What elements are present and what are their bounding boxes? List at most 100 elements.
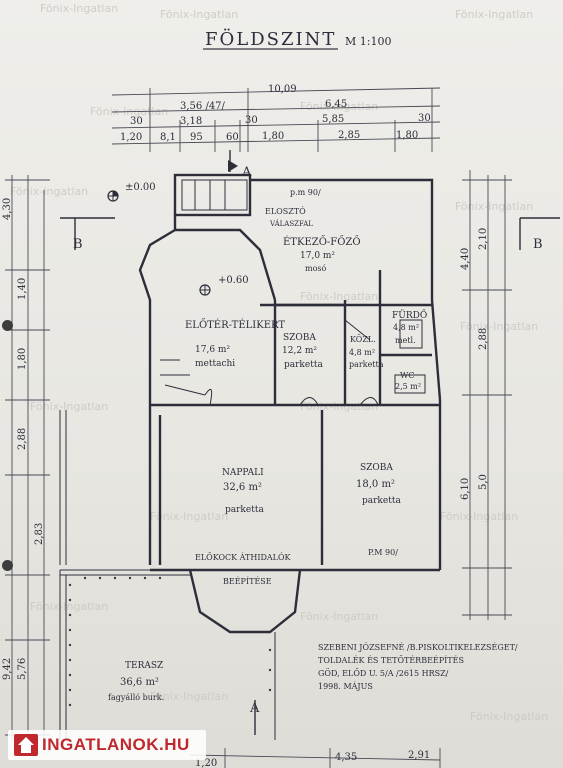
section-arrow-icon	[228, 160, 238, 172]
dim-left-1: 1,40	[17, 278, 28, 300]
dim-top-1: 3,56 /47/	[180, 101, 226, 112]
plan-notes: ELŐKOCK ÁTHIDALÓK BEÉPÍTÉSE p.m 90/ P.M …	[195, 188, 518, 691]
dim-r2-2: 30	[245, 115, 258, 126]
dim-right-2: 2,88	[478, 328, 489, 350]
dim-r2-1: 3,18	[180, 116, 202, 127]
room-area: 36,6 m²	[120, 677, 159, 688]
watermark-text: Fönix-Ingatlan	[440, 510, 518, 523]
room-name: SZOBA	[283, 333, 316, 343]
dim-bottom-2: 2,91	[408, 750, 430, 761]
watermark-text: Fönix-Ingatlan	[455, 8, 533, 21]
dim-r3-1: 8,1	[160, 132, 176, 143]
house-logo-icon	[14, 734, 38, 756]
dim-r3-6: 1,80	[396, 130, 418, 141]
thin-lines	[59, 179, 426, 740]
room-floor: parketta	[284, 360, 323, 370]
dim-right-0: 4,40	[460, 248, 471, 270]
owner-line-4: 1998. MÁJUS	[318, 682, 373, 691]
dim-r3-3: 60	[226, 132, 239, 143]
punch-hole	[2, 320, 13, 331]
dim-r3-0: 1,20	[120, 132, 142, 143]
room-floor: fagyálló burk.	[108, 693, 164, 702]
dim-r3-2: 95	[190, 132, 203, 143]
right-dimension-labels: 4,40 2,10 2,88 6,10 5,0	[460, 228, 489, 500]
left-dimension-lines	[5, 175, 50, 745]
room-name: ELOSZTÓ	[265, 207, 306, 216]
room-floor: VÁLASZFAL	[269, 219, 313, 228]
watermark-text: Fönix-Ingatlan	[300, 400, 378, 413]
dim-left-5: 5,76	[17, 658, 28, 680]
wall-outline	[138, 173, 442, 634]
watermark-text: Fönix-Ingatlan	[30, 400, 108, 413]
watermark-text: Fönix-Ingatlan	[300, 610, 378, 623]
room-floor: mettachi	[195, 359, 235, 369]
watermark-text: Fönix-Ingatlan	[470, 710, 548, 723]
watermark-text: Fönix-Ingatlan	[300, 100, 378, 113]
owner-line-3: GÖD, ELŐD U. 5/A /2615 HRSZ/	[318, 669, 449, 678]
room-name: WC	[400, 371, 414, 380]
section-a-bottom: A	[249, 701, 260, 716]
room-name: SZOBA	[360, 463, 393, 473]
note-sill: p.m 90/	[290, 188, 321, 197]
room-area: 17,0 m²	[300, 251, 335, 261]
note-opening: ELŐKOCK ÁTHIDALÓK	[195, 553, 292, 562]
room-area: 2,5 m²	[395, 382, 421, 391]
room-name: ELŐTÉR-TÉLIKERT	[185, 318, 285, 331]
right-dimension-lines	[462, 170, 512, 620]
note-beam: BEÉPÍTÉSE	[223, 577, 272, 586]
watermark-text: Fönix-Ingatlan	[10, 185, 88, 198]
room-area: 18,0 m²	[356, 479, 395, 490]
room-name: KÖZL.	[350, 335, 376, 344]
level2-label: +0.60	[218, 275, 249, 286]
room-floor: metl.	[395, 336, 416, 345]
dim-bottom-0: 1,20	[195, 758, 217, 768]
bottom-dimension-lines	[189, 748, 441, 768]
room-name: FÜRDŐ	[392, 308, 427, 321]
left-dimension-labels: 4,30 1,40 1,80 2,88 2,83 5,76 9,42	[2, 198, 45, 680]
dim-left-0: 4,30	[2, 198, 13, 220]
punch-hole	[2, 560, 13, 571]
watermark-text: Fönix-Ingatlan	[40, 2, 118, 15]
owner-line-2: TOLDALÉK ÉS TETŐTÉRBEÉPÍTÉS	[318, 656, 464, 665]
dim-right-4: 5,0	[478, 474, 489, 490]
watermark-text: Fönix-Ingatlan	[30, 600, 108, 613]
dim-r2-3: 5,85	[322, 114, 344, 125]
dim-right-3: 6,10	[460, 478, 471, 500]
watermark-text: Fönix-Ingatlan	[150, 510, 228, 523]
section-b-left: B	[73, 237, 83, 252]
watermark-text: Fönix-Ingatlan	[455, 200, 533, 213]
dim-left-3: 2,88	[17, 428, 28, 450]
room-labels: ELŐTÉR-TÉLIKERT 17,6 m² mettachi ÉTKEZŐ-…	[108, 207, 427, 702]
dim-top-2: 6,45	[325, 99, 347, 110]
room-floor: mosó	[305, 264, 327, 273]
dim-left-4: 2,83	[34, 523, 45, 545]
room-area: 32,6 m²	[223, 482, 262, 493]
brand-badge[interactable]: INGATLANOK.HU	[8, 730, 206, 760]
dim-r2-0: 30	[130, 116, 143, 127]
terrace-hatching	[68, 576, 272, 707]
room-area: 4,8 m²	[393, 323, 419, 332]
room-name: TERASZ	[125, 661, 163, 671]
section-b-right: B	[533, 237, 543, 252]
room-name: NAPPALI	[222, 468, 264, 478]
dim-r3-4: 1,80	[262, 131, 284, 142]
watermark-text: Fönix-Ingatlan	[150, 690, 228, 703]
dim-total: 10,09	[268, 84, 297, 95]
section-markers	[60, 150, 560, 735]
dim-r3-5: 2,85	[338, 130, 360, 141]
dim-right-1: 2,10	[478, 228, 489, 250]
owner-line-1: SZEBENI JÓZSEFNÉ /B.PISKOLTIKELEZSÉGET/	[318, 643, 518, 652]
dim-left-2: 1,80	[17, 348, 28, 370]
room-floor: parketta	[349, 360, 384, 369]
plan-title: FÖLDSZINT	[205, 27, 336, 50]
watermark-text: Fönix-Ingatlan	[300, 290, 378, 303]
room-area: 4,8 m²	[349, 348, 375, 357]
room-area: 12,2 m²	[282, 346, 317, 356]
top-dimension-labels: 10,09 3,56 /47/ 6,45 30 3,18 30 5,85 30 …	[120, 84, 431, 143]
note-sill2: P.M 90/	[368, 548, 398, 557]
room-area: 17,6 m²	[195, 345, 230, 355]
brand-name: INGATLANOK.HU	[42, 735, 190, 754]
level-label: ±0.00	[125, 182, 156, 193]
room-name: ÉTKEZŐ-FŐZŐ	[283, 235, 361, 248]
